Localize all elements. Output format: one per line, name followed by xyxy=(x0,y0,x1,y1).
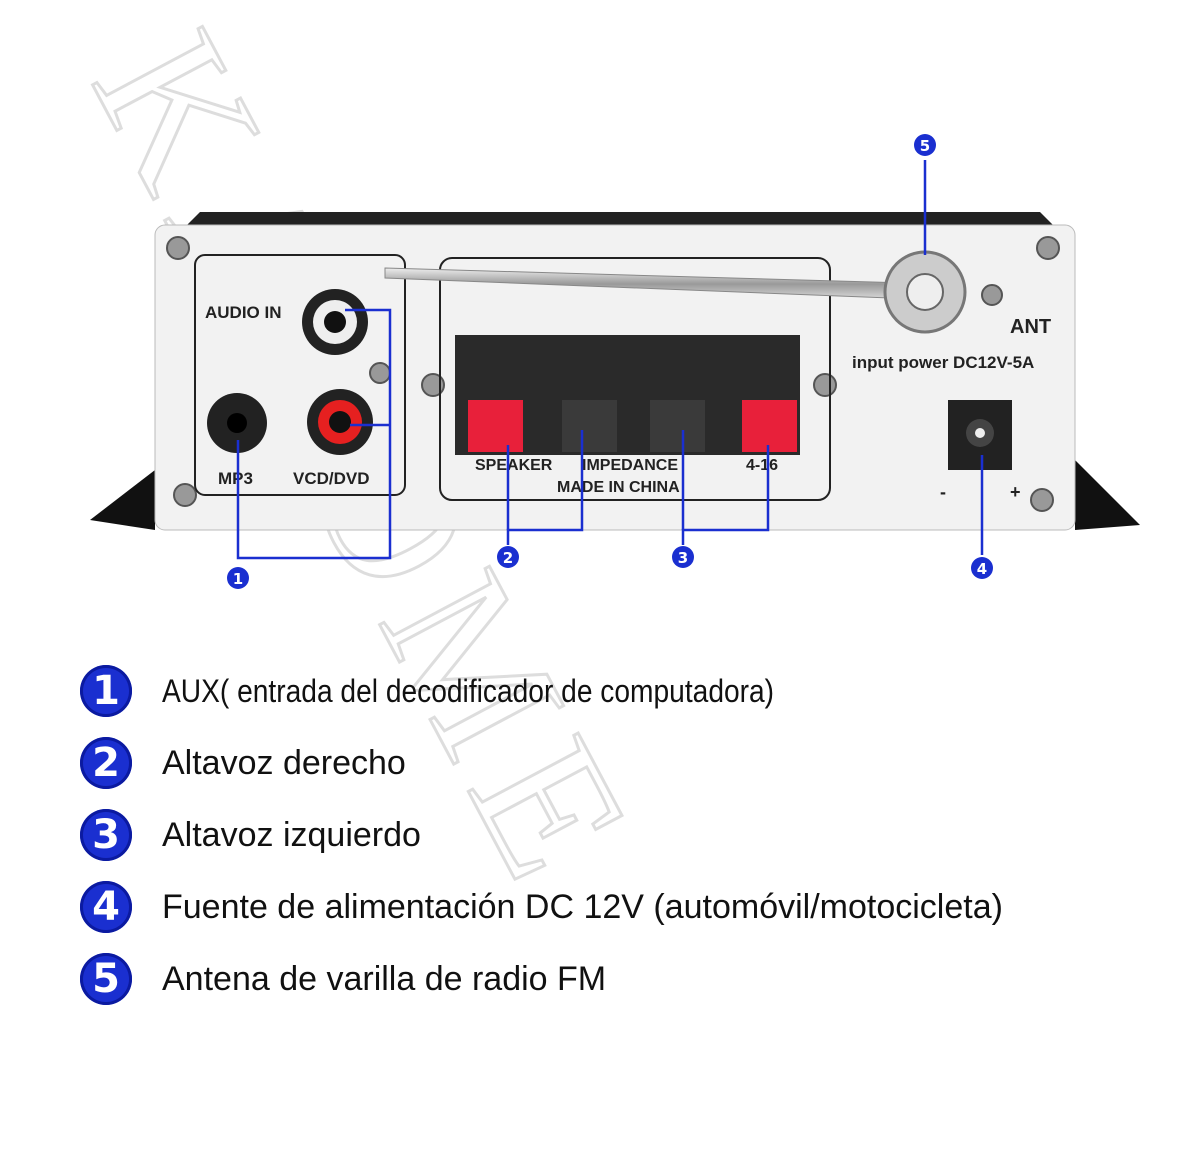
callout-markers: 1 2 3 4 5 xyxy=(227,134,993,589)
legend-item: 1 AUX( entrada del decodificador de compu… xyxy=(80,655,1003,727)
input-power-label: input power DC12V-5A xyxy=(852,353,1034,372)
rca-jack-white xyxy=(302,289,368,355)
marker-4: 4 xyxy=(977,560,987,578)
terminal-black xyxy=(562,400,617,452)
legend-text: Antena de varilla de radio FM xyxy=(162,959,607,998)
speaker-panel xyxy=(439,257,831,501)
rca-jack-red xyxy=(307,389,373,455)
audio-input-panel xyxy=(194,254,406,496)
legend-number: 5 xyxy=(80,953,132,1005)
legend-number: 3 xyxy=(80,809,132,861)
audio-in-label: AUDIO IN xyxy=(205,303,282,322)
marker-5: 5 xyxy=(920,137,930,155)
ant-label: ANT xyxy=(1010,316,1051,338)
legend-number: 4 xyxy=(80,881,132,933)
marker-1: 1 xyxy=(233,570,243,588)
mp3-label: MP3 xyxy=(218,469,253,488)
legend-text: AUX( entrada del decodificador de comput… xyxy=(162,672,775,709)
legend-text: Altavoz derecho xyxy=(162,743,406,782)
mp3-jack xyxy=(207,393,267,453)
legend: 1 AUX( entrada del decodificador de compu… xyxy=(80,655,1003,1015)
terminal-red-left xyxy=(742,400,797,452)
marker-3: 3 xyxy=(678,549,688,567)
callout-lines xyxy=(236,160,984,560)
polarity-plus: + xyxy=(1010,482,1021,502)
legend-item: 2 Altavoz derecho xyxy=(80,727,1003,799)
terminal-red-right xyxy=(468,400,523,452)
legend-item: 4 Fuente de alimentación DC 12V (automóvi… xyxy=(80,871,1003,943)
legend-text: Altavoz izquierdo xyxy=(162,815,421,854)
speaker-terminals xyxy=(455,335,800,455)
legend-number: 2 xyxy=(80,737,132,789)
legend-item: 5 Antena de varilla de radio FM xyxy=(80,943,1003,1015)
dc-power-jack xyxy=(948,400,1012,470)
marker-2: 2 xyxy=(503,549,513,567)
impedance-label: IMPEDANCE xyxy=(582,457,678,474)
impedance-value: 4-16 xyxy=(746,457,778,474)
speaker-label: SPEAKER xyxy=(475,457,553,474)
made-in-label: MADE IN CHINA xyxy=(557,479,680,496)
legend-item: 3 Altavoz izquierdo xyxy=(80,799,1003,871)
legend-number: 1 xyxy=(80,665,132,717)
vcd-dvd-label: VCD/DVD xyxy=(293,469,370,488)
fm-antenna xyxy=(384,250,967,334)
polarity-minus: - xyxy=(940,482,946,502)
legend-text: Fuente de alimentación DC 12V (automóvil… xyxy=(162,887,1003,926)
terminal-black xyxy=(650,400,705,452)
